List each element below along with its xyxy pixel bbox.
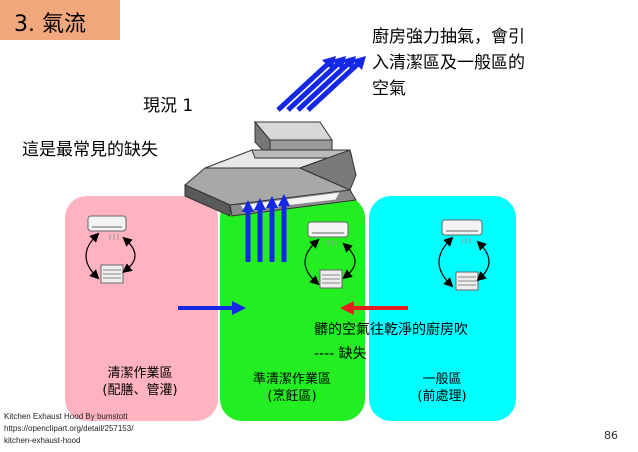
dirty-air-note: 髒的空氣往乾淨的廚房吹 ---- 缺失	[314, 318, 468, 366]
exhaust-note-line: 入清潔區及一般區的	[372, 53, 525, 73]
general-to-kitchen-arrow	[340, 301, 408, 315]
section-title: 3. 氣流	[14, 12, 86, 37]
exhaust-note-line: 空氣	[372, 79, 406, 99]
exhaust-hood-icon	[184, 120, 357, 217]
clean-zone-label: 清潔作業區 (配膳、管灌)	[80, 365, 200, 399]
dirty-air-note-line: 髒的空氣往乾淨的廚房吹	[314, 322, 468, 338]
credit-line: Kitchen Exhaust Hood By bumstott	[4, 412, 128, 421]
image-credit: Kitchen Exhaust Hood By bumstott https:/…	[4, 411, 133, 447]
semi-clean-zone-label: 準清潔作業區 (烹飪區)	[232, 371, 352, 405]
zone-sub: (烹飪區)	[267, 389, 317, 404]
outflow-arrows	[276, 60, 362, 112]
zone-name: 準清潔作業區	[252, 372, 331, 387]
ac-unit-general	[438, 219, 490, 291]
outflow-arrow	[296, 60, 352, 112]
section-title-box	[0, 0, 120, 40]
exhaust-note-line: 廚房強力抽氣，會引	[372, 27, 525, 47]
ac-unit-clean	[85, 215, 136, 284]
zone-sub: (前處理)	[417, 389, 467, 404]
exhaust-note: 廚房強力抽氣，會引 入清潔區及一般區的 空氣	[372, 24, 525, 102]
dirty-air-note-line: ---- 缺失	[314, 346, 367, 362]
zone-sub: (配膳、管灌)	[102, 383, 178, 398]
clean-to-kitchen-arrow	[178, 301, 246, 315]
general-zone-label: 一般區 (前處理)	[382, 371, 502, 405]
outflow-arrow	[286, 60, 342, 112]
page-number: 86	[604, 429, 618, 442]
outflow-arrowheads	[322, 56, 366, 70]
credit-line: https://openclipart.org/detail/257153/	[4, 424, 134, 433]
common-defect-label: 這是最常見的缺失	[22, 140, 158, 160]
hood-intake-arrows	[245, 204, 287, 262]
ac-unit-semi-clean	[304, 221, 356, 289]
outflow-arrow	[276, 60, 332, 112]
scenario-label: 現況 1	[143, 96, 194, 116]
credit-line: kitchen-exhaust-hood	[4, 436, 81, 445]
zone-name: 清潔作業區	[107, 366, 173, 381]
outflow-arrow	[306, 60, 362, 112]
zone-name: 一般區	[422, 372, 462, 387]
